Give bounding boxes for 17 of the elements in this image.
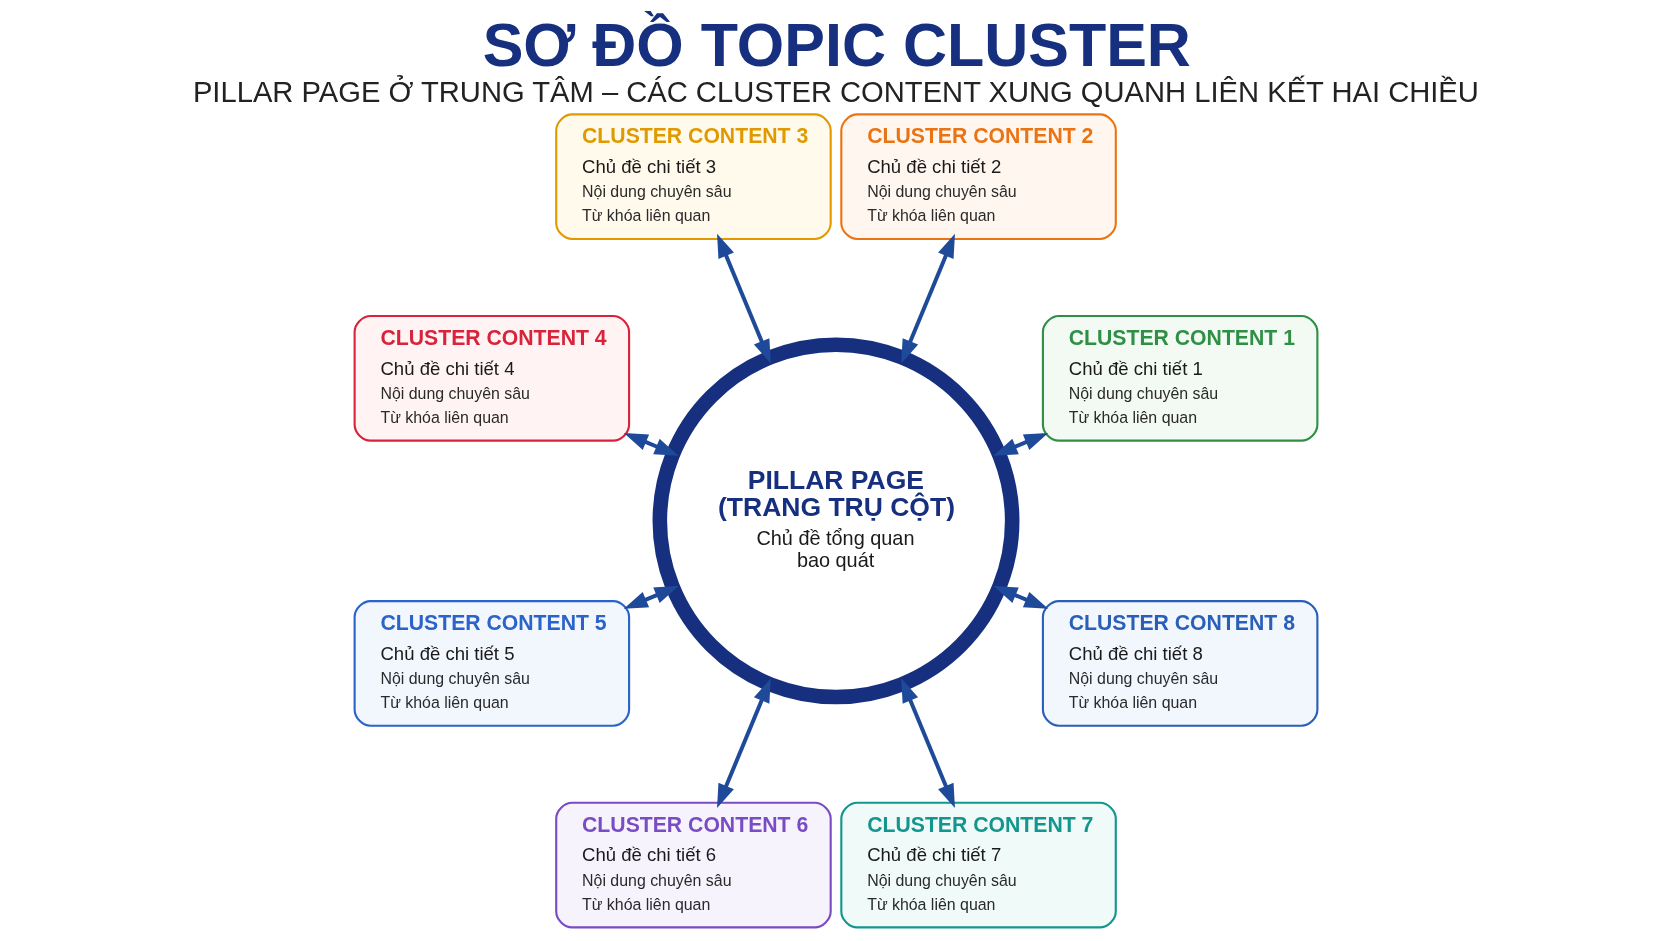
node-box: CLUSTER CONTENT 1 Chủ đề chi tiết 1 Nội dung chuyên sâu Từ khóa liên quan <box>1041 314 1319 442</box>
arrow <box>717 233 771 364</box>
arrow <box>901 678 955 809</box>
caption: PILLAR PAGE Ở TRUNG TÂM – CÁC CLUSTER CONTENT XUNG QUANH LIÊN KẾT HAI CHIỀU <box>192 75 1479 108</box>
arrow <box>993 586 1049 609</box>
node-box: CLUSTER CONTENT 4 Chủ đề chi tiết 4 Nội dung chuyên sâu Từ khóa liên quan <box>353 314 631 442</box>
arrow <box>623 433 679 456</box>
node-box: CLUSTER CONTENT 8 Chủ đề chi tiết 8 Nội dung chuyên sâu Từ khóa liên quan <box>1041 600 1319 727</box>
arrow <box>623 586 679 609</box>
node-box: CLUSTER CONTENT 5 Chủ đề chi tiết 5 Nội dung chuyên sâu Từ khóa liên quan <box>353 600 631 727</box>
node-box: CLUSTER CONTENT 2 Chủ đề chi tiết 2 Nội dung chuyên sâu Từ khóa liên quan <box>840 113 1117 241</box>
arrow <box>901 233 955 364</box>
arrow <box>717 678 771 809</box>
node-box: CLUSTER CONTENT 6 Chủ đề chi tiết 6 Nội dung chuyên sâu Từ khóa liên quan <box>555 801 832 929</box>
arrow <box>993 433 1049 456</box>
node-box: CLUSTER CONTENT 3 Chủ đề chi tiết 3 Nội dung chuyên sâu Từ khóa liên quan <box>555 113 832 241</box>
node-box: CLUSTER CONTENT 7 Chủ đề chi tiết 7 Nội dung chuyên sâu Từ khóa liên quan <box>840 801 1117 929</box>
